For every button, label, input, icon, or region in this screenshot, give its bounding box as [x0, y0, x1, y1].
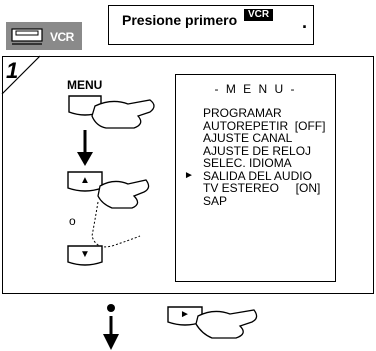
finger-icon [92, 100, 154, 128]
next-step-arrow-icon [103, 304, 119, 350]
finger-motion-trail [92, 202, 140, 247]
menu-item-programar: PROGRAMAR [203, 107, 325, 120]
down-arrow-icon [77, 130, 93, 166]
menu-button-icon [69, 96, 154, 128]
menu-list: PROGRAMAR AUTOREPETIR [OFF] AJUSTE CANAL… [203, 107, 325, 207]
menu-button-label: MENU [67, 78, 102, 92]
or-label: o [69, 214, 76, 228]
step-number: 1 [6, 58, 18, 84]
down-arrow-glyph: ▼ [80, 249, 90, 260]
menu-item-ajuste-canal: AJUSTE CANAL [203, 132, 325, 145]
menu-item-sap: SAP [203, 195, 325, 208]
up-arrow-glyph: ▲ [80, 175, 90, 186]
menu-item-selec-idioma: SELEC. IDIOMA [203, 157, 325, 170]
menu-pointer-icon: ► [184, 170, 194, 181]
menu-title: - M E N U - [175, 82, 336, 96]
play-arrow-glyph: ► [180, 309, 190, 320]
menu-item-tv-estereo: TV ESTEREO [ON] [203, 182, 325, 195]
finger-icon [196, 310, 257, 338]
finger-icon [98, 180, 149, 208]
